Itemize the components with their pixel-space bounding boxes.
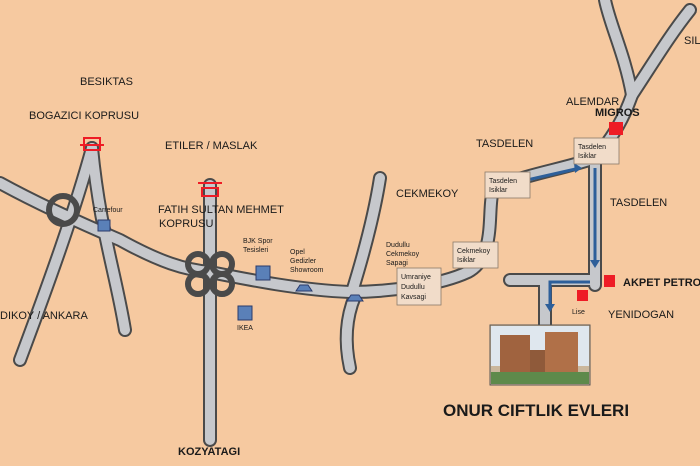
label-tasdelen-top: TASDELEN (476, 138, 533, 150)
ikea-marker (237, 305, 253, 321)
road-bogazici-bridge-fill (15, 143, 97, 365)
route-path (504, 163, 600, 312)
poi-label-lise: Lise (572, 309, 585, 316)
box-label-umraniye-2: Dudullu (401, 284, 425, 291)
poi-markers (97, 122, 623, 321)
label-alemdar: ALEMDAR (566, 96, 619, 108)
interchange-bogazici (46, 193, 80, 227)
label-kopru: KOPRUSU (159, 218, 213, 230)
poi-label-opel-3: Showroom (290, 267, 324, 274)
poi-label-bjk-1: BJK Spor (243, 238, 273, 245)
box-label-tasdelen2-1: Tasdelen (578, 144, 606, 151)
box-label-cekmekoy-2: Isiklar (457, 257, 476, 264)
route-arrow-west (548, 280, 590, 305)
label-cekmekoy: CEKMEKOY (396, 188, 459, 200)
lise-marker (577, 290, 588, 301)
building-tower-mid (530, 350, 545, 377)
box-label-tasdelen1-2: Isiklar (489, 187, 508, 194)
migros-marker (609, 122, 623, 135)
road-bogazici-north-fill (87, 143, 130, 335)
carrefour-marker (97, 219, 111, 232)
box-label-tasdelen1-1: Tasdelen (489, 178, 517, 185)
poi-label-dudullu-3: Sapagi (386, 260, 408, 267)
destination-building-image (489, 324, 591, 386)
road-main-highway-fill (0, 90, 637, 297)
building-tower-left (500, 335, 530, 377)
building-ground (491, 372, 589, 384)
junction-boxes (396, 137, 620, 306)
poi-label-dudullu-2: Cekmekoy (386, 251, 420, 258)
bridge-towers (80, 137, 222, 197)
route-arrowhead-tasdelen (574, 163, 582, 173)
poi-label-ikea: IKEA (237, 325, 253, 332)
label-besiktas: BESIKTAS (80, 76, 133, 88)
poi-label-carrefour: Carrefour (93, 207, 123, 214)
dudullu-marker (346, 294, 364, 302)
poi-label-opel-2: Gedizler (290, 258, 317, 265)
road-alemdar-north-fill (600, 0, 637, 100)
label-fsm: FATIH SULTAN MEHMET (158, 204, 284, 216)
opel-marker (295, 284, 313, 292)
poi-label-bjk-2: Tesisleri (243, 247, 269, 254)
poi-label-opel-1: Opel (290, 249, 305, 256)
box-label-tasdelen2-2: Isiklar (578, 153, 597, 160)
bridge-tower-bogazici (80, 137, 104, 151)
label-yenidogan: YENIDOGAN (608, 309, 674, 321)
road-umraniye-south-fill (341, 291, 360, 373)
interchange-fsm-se (209, 271, 235, 297)
label-destination: ONUR CIFTLIK EVLERI (443, 401, 629, 420)
road-sile-fill (627, 5, 695, 100)
box-cekmekoy-isiklar (452, 241, 499, 269)
label-kadikoy: DIKOY / ANKARA (0, 310, 88, 322)
label-kozyatagi: KOZYATAGI (178, 446, 240, 458)
label-bogazici: BOGAZICI KOPRUSU (29, 110, 139, 122)
bjk-marker (255, 265, 271, 281)
label-akpet: AKPET PETROI (623, 277, 700, 289)
label-migros: MIGROS (595, 107, 640, 119)
label-tasdelen-right: TASDELEN (610, 197, 667, 209)
box-label-cekmekoy-1: Cekmekoy (457, 248, 491, 255)
road-cekmekoy-north-fill (347, 173, 385, 297)
label-sil: SIL (684, 35, 700, 47)
route-arrowhead-south (590, 260, 600, 268)
box-tasdelen-isiklar-2 (573, 137, 620, 165)
akpet-marker (604, 275, 615, 287)
interchange-fsm-sw (185, 271, 211, 297)
building-tower-right (545, 332, 578, 377)
interchanges (46, 193, 235, 297)
box-label-umraniye-3: Kavsagi (401, 294, 426, 301)
bridge-tower-fsm (198, 182, 222, 197)
poi-label-dudullu-1: Dudullu (386, 242, 410, 249)
label-etiler: ETILER / MASLAK (165, 140, 258, 152)
map-labels: BESIKTAS BOGAZICI KOPRUSU ETILER / MASLA… (0, 35, 700, 458)
box-label-umraniye-1: Umraniye (401, 274, 431, 281)
box-umraniye (396, 267, 442, 306)
route-arrowhead-west (545, 304, 555, 312)
box-tasdelen-isiklar-1 (484, 171, 531, 199)
